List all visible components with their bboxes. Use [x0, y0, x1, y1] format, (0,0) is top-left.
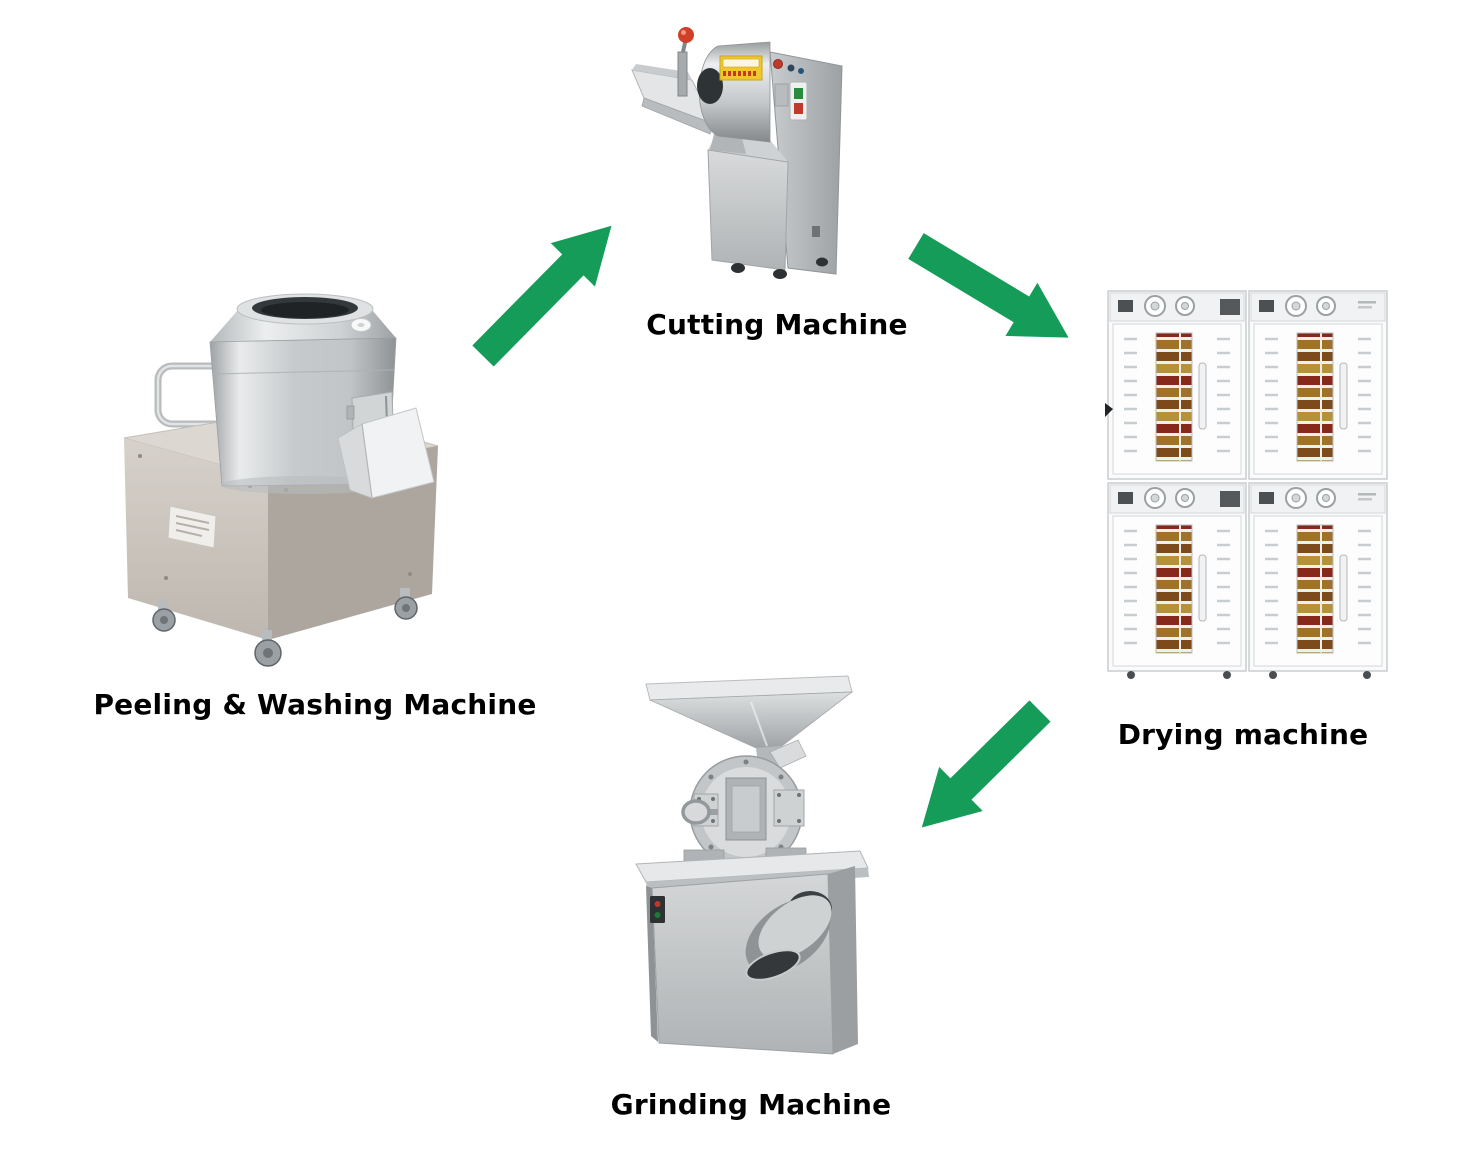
peeling-washing-machine-image — [110, 278, 450, 678]
grinding-machine-label: Grinding Machine — [610, 1088, 892, 1121]
peeling-machine-casters — [152, 588, 418, 667]
grinding-machine-image — [620, 672, 900, 1082]
cutting-machine-illustration — [631, 27, 843, 279]
arrow-cutting-to-drying-icon — [908, 233, 1069, 338]
arrow-drying-to-grinding-icon — [921, 700, 1051, 828]
cutting-machine-body — [707, 51, 843, 279]
cutting-machine-drum — [697, 41, 771, 154]
drying-machine-image — [1105, 285, 1390, 680]
drying-machine-illustration — [1105, 289, 1389, 679]
peeling-washing-machine-label: Peeling & Washing Machine — [93, 688, 537, 721]
peeling-machine-drum — [209, 293, 397, 494]
arrow-peeling-to-cutting-icon — [472, 225, 612, 367]
peeling-machine-discharge-chute — [337, 407, 435, 499]
grinding-machine-switch — [650, 896, 665, 923]
cutting-machine-chute — [631, 64, 716, 135]
peeling-washing-machine-illustration — [123, 293, 439, 667]
drying-machine-feet — [1127, 671, 1371, 679]
drying-machine-displays — [1220, 299, 1376, 507]
grinding-machine-illustration — [635, 675, 869, 1055]
cutting-machine-image — [630, 22, 870, 282]
cutting-machine-controls — [773, 59, 808, 121]
drying-machine-latch — [1105, 403, 1113, 417]
cutting-machine-label: Cutting Machine — [646, 308, 908, 341]
cutting-machine-lever — [677, 27, 694, 97]
grinding-machine-spout — [745, 891, 832, 981]
drying-machine-label: Drying machine — [1117, 718, 1369, 751]
grinding-machine-head — [681, 755, 807, 869]
